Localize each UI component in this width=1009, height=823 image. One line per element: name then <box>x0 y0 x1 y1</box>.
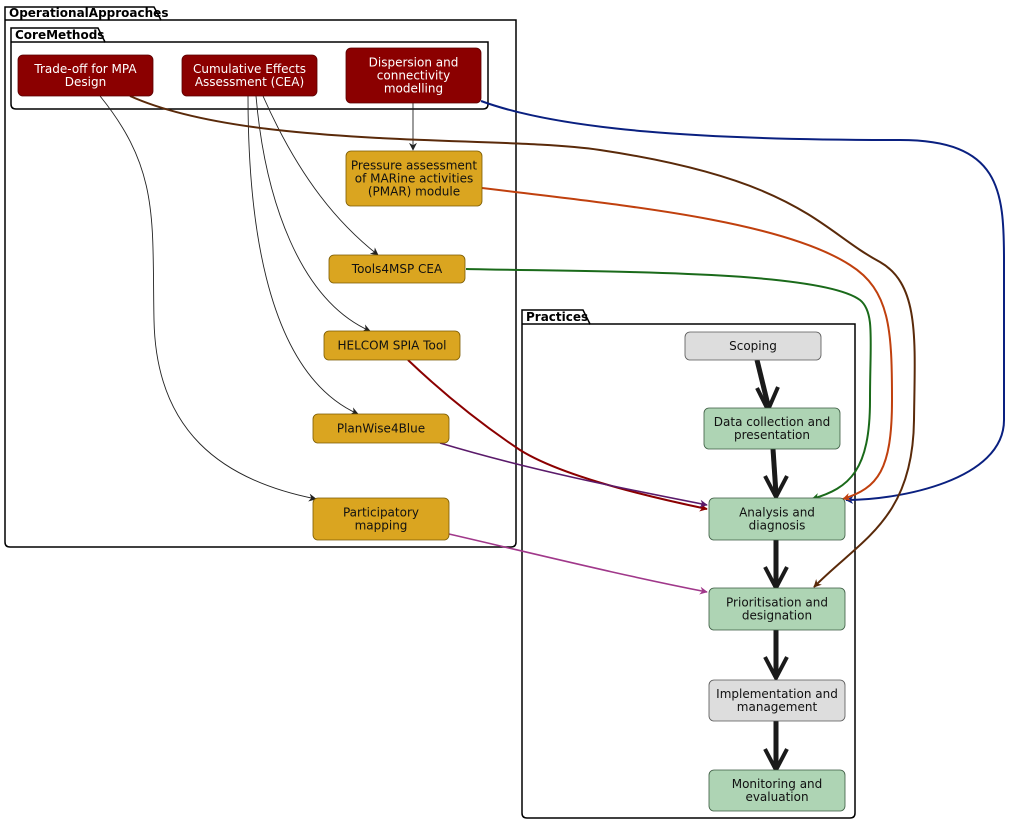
node-box-scoping <box>684 331 822 361</box>
node-box-helcom <box>323 330 461 361</box>
node-label-pmar: Pressure assessment <box>351 159 477 173</box>
node-label-participatory: mapping <box>355 519 408 533</box>
package-label-core: CoreMethods <box>15 28 104 42</box>
node-box-tradeoff <box>17 54 154 97</box>
node-scoping: Scoping <box>684 331 822 361</box>
edge-pmar-analysis <box>481 187 894 501</box>
node-label-tradeoff: Trade-off for MPA <box>33 62 137 76</box>
node-label-dispersion: modelling <box>384 82 443 96</box>
package-operational-approaches: OperationalApproaches <box>4 6 517 548</box>
node-label-prioritisation: Prioritisation and <box>726 596 828 610</box>
node-label-prioritisation: designation <box>742 609 812 623</box>
edge-tradeoff-participatory <box>99 95 317 502</box>
edge-participatory-prioritisation <box>448 533 708 595</box>
node-planwise: PlanWise4Blue <box>312 413 450 444</box>
node-label-helcom: HELCOM SPIA Tool <box>337 339 446 353</box>
package-label-operational: OperationalApproaches <box>9 6 168 20</box>
node-box-pmar <box>345 150 483 207</box>
node-label-planwise: PlanWise4Blue <box>337 422 425 436</box>
node-box-implementation <box>708 679 846 722</box>
node-box-prioritisation <box>708 587 846 631</box>
node-helcom: HELCOM SPIA Tool <box>323 330 461 361</box>
node-label-analysis: diagnosis <box>749 519 806 533</box>
node-label-pmar: of MARine activities <box>355 172 474 186</box>
node-box-planwise <box>312 413 450 444</box>
node-box-datacollection <box>703 407 841 450</box>
node-label-dispersion: connectivity <box>377 69 450 83</box>
arrowhead-analysis <box>763 475 789 502</box>
node-label-monitoring: evaluation <box>745 790 808 804</box>
edge-cea-planwise <box>247 95 359 415</box>
node-label-pmar: (PMAR) module <box>368 185 460 199</box>
node-box-participatory <box>312 497 450 541</box>
package-label-practices: Practices <box>526 310 588 324</box>
edge-planwise-analysis <box>439 442 708 508</box>
node-box-cea <box>181 54 318 97</box>
edge-tradeoff-prioritisation <box>129 95 916 588</box>
edge-dispersion-analysis <box>480 100 1005 504</box>
node-label-cea: Assessment (CEA) <box>195 75 304 89</box>
arrowhead-implementation <box>763 656 789 683</box>
node-box-dispersion <box>345 47 482 104</box>
node-label-dispersion: Dispersion and <box>369 56 459 70</box>
node-label-monitoring: Monitoring and <box>732 777 823 791</box>
node-box-analysis <box>708 497 846 541</box>
package-practices: Practices <box>521 309 856 819</box>
edge-helcom-analysis <box>407 359 708 512</box>
edge-cea-helcom <box>255 95 371 332</box>
edge-datacollection-analysis <box>770 448 779 495</box>
node-label-scoping: Scoping <box>729 339 777 353</box>
node-label-cea: Cumulative Effects <box>193 62 306 76</box>
edges-layer <box>99 95 1005 775</box>
node-label-tradeoff: Design <box>65 75 106 89</box>
node-tools4msp: Tools4MSP CEA <box>328 254 466 284</box>
node-label-datacollection: Data collection and <box>714 415 830 429</box>
node-box-monitoring <box>708 769 846 812</box>
node-label-analysis: Analysis and <box>739 506 815 520</box>
edge-tools4msp-analysis <box>465 268 872 501</box>
edge-cea-tools4msp <box>262 95 379 256</box>
node-box-tools4msp <box>328 254 466 284</box>
node-label-tools4msp: Tools4MSP CEA <box>351 262 443 276</box>
node-label-implementation: management <box>737 700 818 714</box>
node-label-participatory: Participatory <box>343 506 419 520</box>
node-label-implementation: Implementation and <box>716 687 838 701</box>
node-label-datacollection: presentation <box>734 428 810 442</box>
edge-scoping-datacollection <box>754 359 771 406</box>
